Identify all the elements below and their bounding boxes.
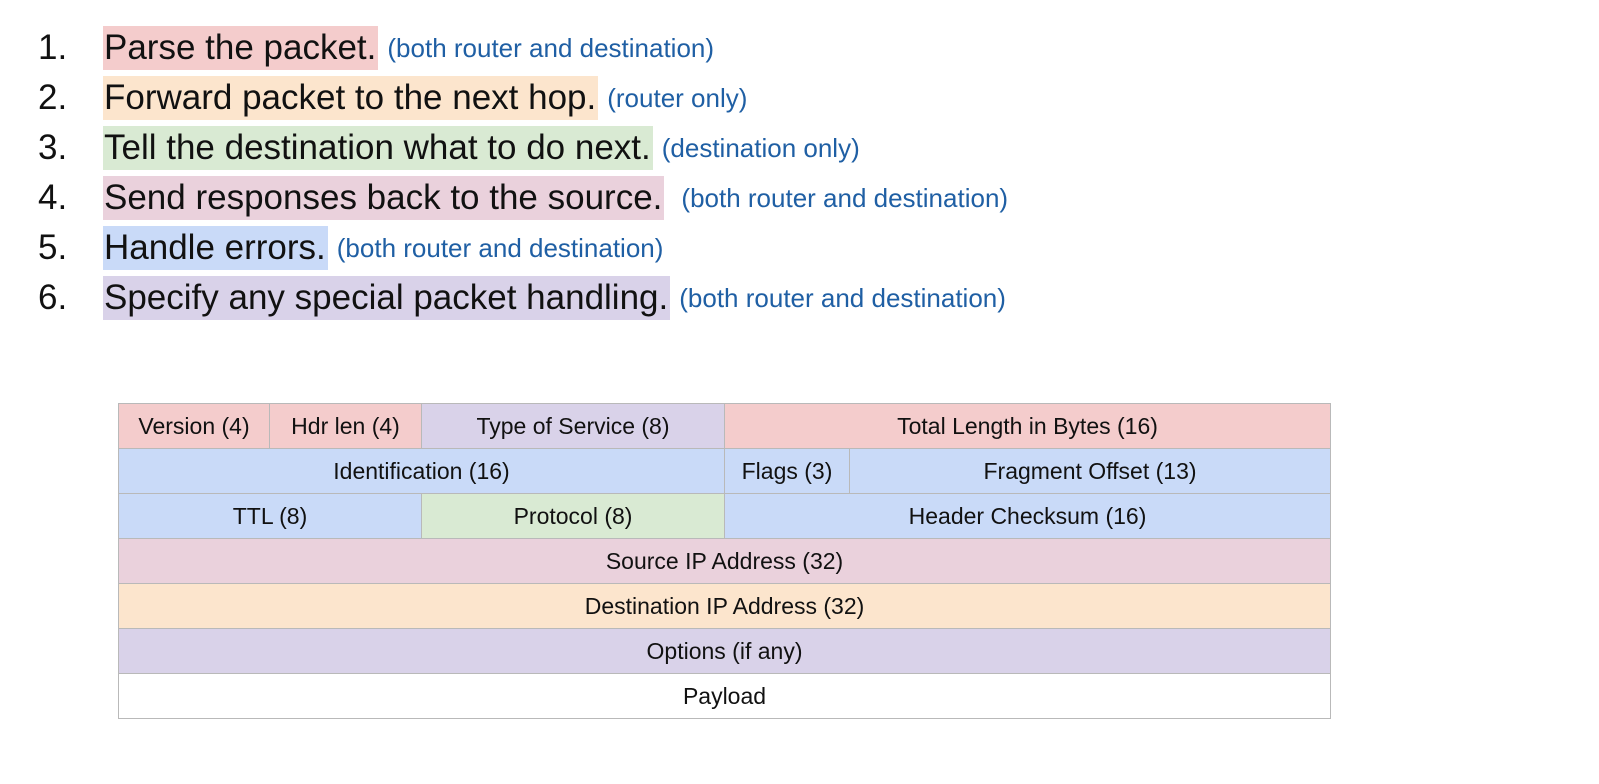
step-number: 6. [38, 278, 68, 317]
step-note: (both router and destination) [387, 33, 715, 63]
header-row: Destination IP Address (32) [117, 583, 1332, 629]
header-length-field: Hdr len (4) [269, 403, 422, 449]
step-note: (router only) [607, 83, 748, 113]
total-length-field: Total Length in Bytes (16) [723, 403, 1332, 449]
step-number: 3. [38, 128, 68, 167]
step-number: 2. [38, 78, 68, 117]
step-text: Specify any special packet handling. [103, 276, 671, 320]
step-note: (both router and destination) [681, 183, 1009, 213]
header-row: TTL (8) Protocol (8) Header Checksum (16… [118, 493, 1332, 539]
step-item: 4. Send responses back to the source. (b… [38, 176, 1008, 226]
step-item: 5. Handle errors. (both router and desti… [38, 226, 1008, 276]
step-text: Send responses back to the source. [103, 176, 665, 220]
version-field: Version (4) [118, 403, 270, 449]
step-text: Tell the destination what to do next. [103, 126, 653, 170]
step-text: Forward packet to the next hop. [103, 76, 599, 120]
header-row: Payload [117, 673, 1332, 719]
fragment-offset-field: Fragment Offset (13) [848, 448, 1332, 494]
ttl-field: TTL (8) [118, 493, 422, 539]
header-row: Source IP Address (32) [117, 538, 1332, 584]
destination-ip-field: Destination IP Address (32) [117, 583, 1332, 629]
step-item: 2. Forward packet to the next hop. (rout… [38, 76, 1008, 126]
packet-processing-steps: 1. Parse the packet. (both router and de… [38, 26, 1008, 326]
ip-header-diagram: Version (4) Hdr len (4) Type of Service … [117, 403, 1332, 719]
step-item: 1. Parse the packet. (both router and de… [38, 26, 1008, 76]
protocol-field: Protocol (8) [421, 493, 725, 539]
step-text: Handle errors. [103, 226, 328, 270]
header-row: Identification (16) Flags (3) Fragment O… [118, 448, 1332, 494]
source-ip-field: Source IP Address (32) [117, 538, 1332, 584]
header-row: Options (if any) [117, 628, 1332, 674]
step-item: 6. Specify any special packet handling. … [38, 276, 1008, 326]
payload-field: Payload [117, 673, 1332, 719]
step-note: (both router and destination) [679, 283, 1006, 313]
header-row: Version (4) Hdr len (4) Type of Service … [118, 403, 1332, 449]
step-number: 1. [38, 28, 68, 67]
flags-field: Flags (3) [724, 448, 850, 494]
step-text: Parse the packet. [103, 26, 379, 70]
step-number: 4. [38, 178, 68, 217]
header-checksum-field: Header Checksum (16) [723, 493, 1332, 539]
type-of-service-field: Type of Service (8) [421, 403, 725, 449]
options-field: Options (if any) [117, 628, 1332, 674]
identification-field: Identification (16) [118, 448, 725, 494]
step-item: 3. Tell the destination what to do next.… [38, 126, 1008, 176]
step-note: (both router and destination) [336, 233, 664, 263]
step-note: (destination only) [661, 133, 860, 163]
step-number: 5. [38, 228, 68, 267]
